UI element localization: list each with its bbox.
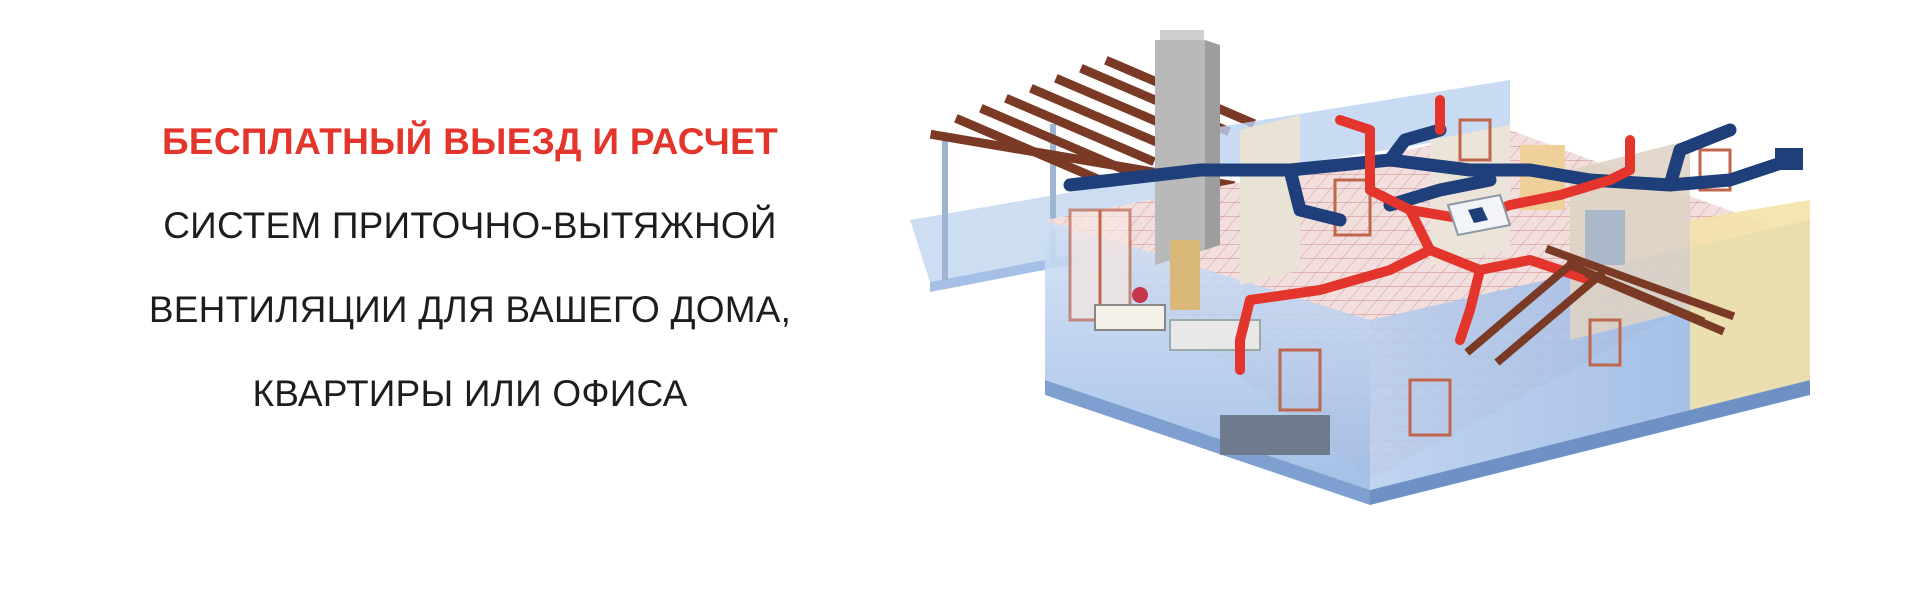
roof-beams-right: [1464, 244, 1736, 366]
recuperator-unit: [1446, 193, 1512, 237]
promo-line-2: ВЕНТИЛЯЦИИ ДЛЯ ВАШЕГО ДОМА,: [148, 289, 792, 330]
windows: [1068, 118, 1732, 437]
furniture: [1094, 145, 1625, 455]
exhaust-vent: [1775, 148, 1803, 170]
promo-text-block: БЕСПЛАТНЫЙ ВЫЕЗД И РАСЧЕТ СИСТЕМ ПРИТОЧН…: [60, 100, 880, 436]
chimney: [1155, 30, 1220, 265]
promo-line-1: СИСТЕМ ПРИТОЧНО-ВЫТЯЖНОЙ: [163, 205, 777, 246]
exhaust-ducts: [1063, 123, 1797, 227]
promo-headline: БЕСПЛАТНЫЙ ВЫЕЗД И РАСЧЕТ: [162, 121, 778, 162]
promo-line-3: КВАРТИРЫ ИЛИ ОФИСА: [252, 373, 688, 414]
house-ventilation-illustration: [910, 30, 1810, 505]
